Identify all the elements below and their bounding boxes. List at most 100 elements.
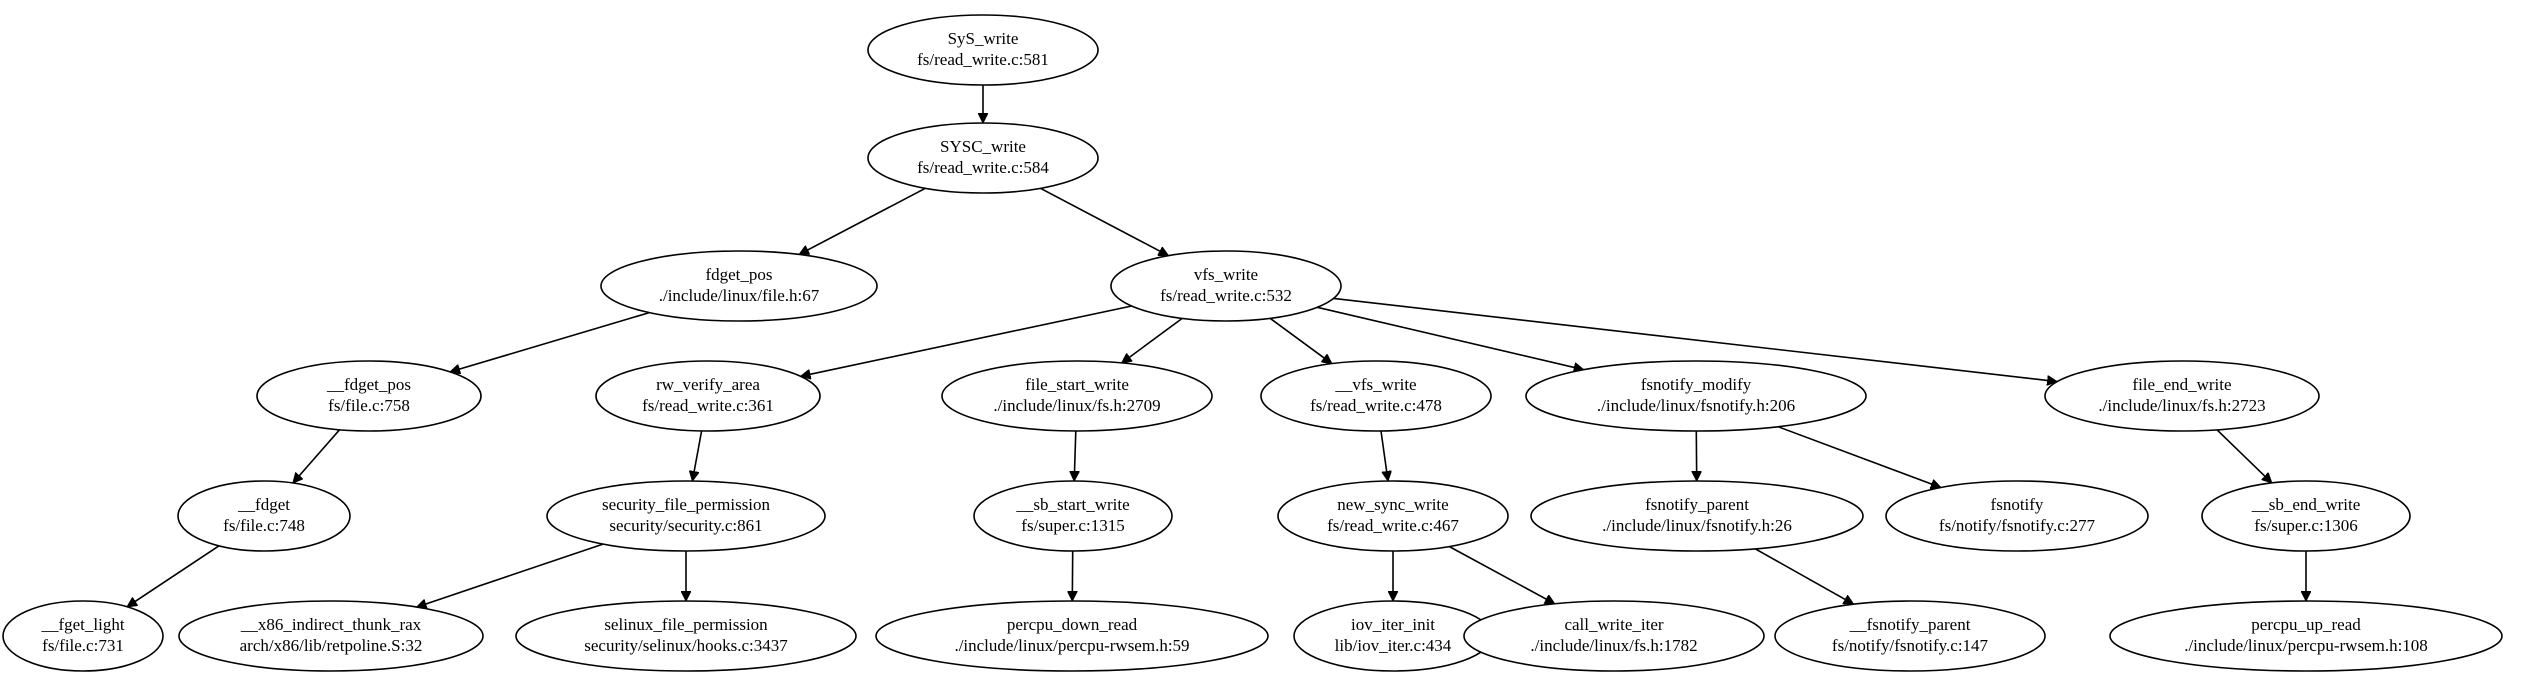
node-source-location: fs/read_write.c:478 — [1310, 396, 1442, 415]
node-function-name: __sb_start_write — [1015, 495, 1129, 514]
edge-fsnotify_modify-to-fsnotify — [1777, 425, 1941, 488]
node-function-name: selinux_file_permission — [604, 615, 768, 634]
node-source-location: fs/file.c:758 — [328, 396, 410, 415]
node-ellipse — [867, 14, 1099, 86]
node-ellipse — [1525, 360, 1867, 432]
node-source-location: ./include/linux/file.h:67 — [659, 286, 820, 305]
node-selinux_file_permission: selinux_file_permission security/selinux/… — [515, 600, 857, 672]
node-security_file_permission: security_file_permission security/securit… — [546, 480, 826, 552]
node-ellipse — [1885, 480, 2149, 552]
node-source-location: ./include/linux/fs.h:2709 — [993, 396, 1160, 415]
node-ellipse — [546, 480, 826, 552]
edge-fdget_pos-to-__fdget_pos — [450, 311, 650, 372]
node-source-location: fs/read_write.c:532 — [1160, 286, 1292, 305]
node-function-name: fsnotify_modify — [1641, 375, 1752, 394]
node-function-name: rw_verify_area — [656, 375, 760, 394]
node-ellipse — [2044, 360, 2320, 432]
node-function-name: __sb_end_write — [2251, 495, 2361, 514]
edge-vfs_write-to-file_end_write — [1333, 297, 2058, 381]
node-source-location: fs/notify/fsnotify.c:147 — [1832, 636, 1989, 655]
edge-__fdget_pos-to-__fdget — [293, 429, 341, 483]
node-source-location: ./include/linux/percpu-rwsem.h:108 — [2184, 636, 2428, 655]
node-source-location: ./include/linux/fs.h:1782 — [1530, 636, 1697, 655]
node-source-location: fs/file.c:731 — [42, 636, 124, 655]
node-function-name: security_file_permission — [602, 495, 771, 514]
node-ellipse — [875, 600, 1269, 672]
node-percpu_up_read: percpu_up_read ./include/linux/percpu-rws… — [2109, 600, 2503, 672]
node-ellipse — [600, 250, 878, 322]
node-source-location: ./include/linux/fsnotify.h:26 — [1602, 516, 1792, 535]
node-ellipse — [2, 600, 164, 672]
node-function-name: __fget_light — [40, 615, 124, 634]
edge-__fdget-to-__fget_light — [127, 545, 220, 608]
edges — [127, 85, 2306, 607]
node-function-name: fsnotify — [1991, 495, 2044, 514]
node-function-name: percpu_down_read — [1007, 615, 1138, 634]
node-function-name: __fdget_pos — [326, 375, 411, 394]
edge-sysc_write-to-vfs_write — [1040, 187, 1169, 257]
node-file_start_write: file_start_write ./include/linux/fs.h:270… — [941, 360, 1213, 432]
edge-vfs_write-to-fsnotify_modify — [1317, 306, 1584, 369]
node-function-name: file_end_write — [2132, 375, 2231, 394]
node-ellipse — [973, 480, 1173, 552]
node-ellipse — [177, 480, 351, 552]
node-ellipse — [1110, 250, 1342, 322]
node-function-name: new_sync_write — [1337, 495, 1448, 514]
node-__x86_indirect_thunk_rax: __x86_indirect_thunk_rax arch/x86/lib/ret… — [178, 600, 484, 672]
node-ellipse — [1463, 600, 1765, 672]
node-ellipse — [941, 360, 1213, 432]
node-source-location: fs/read_write.c:581 — [917, 50, 1049, 69]
edge-file_start_write-to-__sb_start_write — [1074, 430, 1076, 481]
node-__sb_end_write: __sb_end_write fs/super.c:1306 — [2201, 480, 2411, 552]
edge-sysc_write-to-fdget_pos — [799, 187, 926, 256]
node-ellipse — [867, 122, 1099, 194]
node-source-location: fs/read_write.c:467 — [1327, 516, 1459, 535]
node-ellipse — [2109, 600, 2503, 672]
node-file_end_write: file_end_write ./include/linux/fs.h:2723 — [2044, 360, 2320, 432]
node-function-name: __vfs_write — [1334, 375, 1416, 394]
node-source-location: arch/x86/lib/retpoline.S:32 — [240, 636, 423, 655]
node-__fsnotify_parent: __fsnotify_parentfs/notify/fsnotify.c:14… — [1774, 600, 2046, 672]
node-function-name: vfs_write — [1194, 265, 1258, 284]
node-vfs_write: vfs_write fs/read_write.c:532 — [1110, 250, 1342, 322]
node-function-name: percpu_up_read — [2251, 615, 2361, 634]
node-ellipse — [1277, 480, 1509, 552]
node-new_sync_write: new_sync_write fs/read_write.c:467 — [1277, 480, 1509, 552]
node-source-location: ./include/linux/fs.h:2723 — [2098, 396, 2265, 415]
node-ellipse — [1774, 600, 2046, 672]
node-source-location: fs/super.c:1306 — [2254, 516, 2357, 535]
node-ellipse — [256, 360, 482, 432]
edge-security_file_permission-to-__x86_indirect_thunk_rax — [417, 543, 604, 607]
node-fdget_pos: fdget_pos ./include/linux/file.h:67 — [600, 250, 878, 322]
node-ellipse — [2201, 480, 2411, 552]
node-fsnotify: fsnotify fs/notify/fsnotify.c:277 — [1885, 480, 2149, 552]
edge-rw_verify_area-to-security_file_permission — [692, 430, 703, 481]
node-__vfs_write: __vfs_write fs/read_write.c:478 — [1260, 360, 1492, 432]
node-function-name: call_write_iter — [1564, 615, 1663, 634]
edge-vfs_write-to-file_start_write — [1122, 317, 1183, 363]
node-ellipse — [595, 360, 821, 432]
node-function-name: __x86_indirect_thunk_rax — [240, 615, 422, 634]
node-source-location: security/selinux/hooks.c:3437 — [584, 636, 788, 655]
node-fsnotify_parent: fsnotify_parent ./include/linux/fsnotify.… — [1530, 480, 1864, 552]
node-source-location: fs/read_write.c:584 — [917, 158, 1049, 177]
node-source-location: fs/file.c:748 — [223, 516, 305, 535]
node-function-name: file_start_write — [1025, 375, 1129, 394]
node-source-location: security/security.c:861 — [609, 516, 762, 535]
node-source-location: ./include/linux/fsnotify.h:206 — [1597, 396, 1795, 415]
node-call_write_iter: call_write_iter ./include/linux/fs.h:1782 — [1463, 600, 1765, 672]
edge-fsnotify_parent-to-__fsnotify_parent — [1754, 548, 1853, 605]
node-source-location: fs/notify/fsnotify.c:277 — [1939, 516, 2096, 535]
node-ellipse — [1530, 480, 1864, 552]
edge-vfs_write-to-__vfs_write — [1269, 317, 1332, 363]
node-fsnotify_modify: fsnotify_modify ./include/linux/fsnotify.… — [1525, 360, 1867, 432]
node-function-name: fsnotify_parent — [1645, 495, 1749, 514]
node-function-name: fdget_pos — [705, 265, 772, 284]
